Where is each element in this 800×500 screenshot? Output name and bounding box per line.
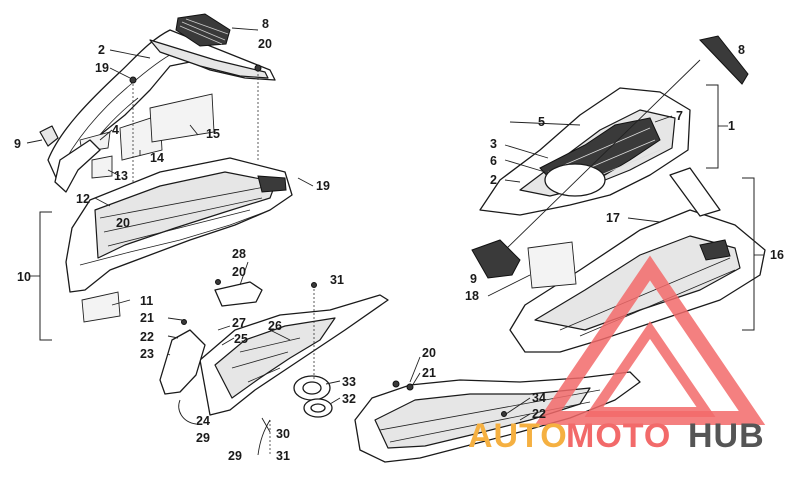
- callout-26: 26: [268, 319, 282, 333]
- callout-14: 14: [150, 151, 164, 165]
- callout-9: 9: [14, 137, 21, 151]
- callout-24: 24: [196, 414, 210, 428]
- callout-25: 25: [234, 332, 248, 346]
- callout-13: 13: [114, 169, 128, 183]
- callout-28: 28: [232, 247, 246, 261]
- callout-20: 20: [422, 346, 436, 360]
- callout-2: 2: [490, 173, 497, 187]
- callout-22: 22: [140, 330, 154, 344]
- watermark-logo: AUTO MOTO HUB: [468, 255, 766, 455]
- callout-labels: 8 2 20 19 9 4 15 14 13 12 19 20 10 11 28…: [14, 17, 784, 463]
- callout-7: 7: [676, 109, 683, 123]
- callout-17: 17: [606, 211, 620, 225]
- callout-22: 22: [532, 407, 546, 421]
- callout-21: 21: [140, 311, 154, 325]
- callout-12: 12: [76, 192, 90, 206]
- hood-upper-right: [479, 35, 749, 251]
- callout-29: 29: [196, 431, 210, 445]
- callout-5: 5: [538, 115, 545, 129]
- callout-23: 23: [140, 347, 154, 361]
- callout-1: 1: [728, 119, 735, 133]
- watermark-triangle-inner: [584, 321, 716, 417]
- callout-16: 16: [770, 248, 784, 262]
- callout-4: 4: [112, 123, 119, 137]
- callout-20: 20: [232, 265, 246, 279]
- callout-30: 30: [276, 427, 290, 441]
- watermark-text-hub: HUB: [688, 417, 765, 455]
- callout-15: 15: [206, 127, 220, 141]
- group-brackets: [30, 84, 764, 341]
- callout-31: 31: [276, 449, 290, 463]
- hood-upper-left: [39, 13, 276, 210]
- callout-21: 21: [422, 366, 436, 380]
- watermark-triangle: [534, 255, 766, 425]
- callout-10: 10: [17, 270, 31, 284]
- callout-20: 20: [258, 37, 272, 51]
- callout-34: 34: [532, 391, 546, 405]
- callout-31: 31: [330, 273, 344, 287]
- callout-9: 9: [470, 272, 477, 286]
- callout-27: 27: [232, 316, 246, 330]
- leader-lines: [26, 27, 673, 456]
- callout-3: 3: [490, 137, 497, 151]
- inner-panel-center: [159, 279, 389, 455]
- callout-8: 8: [738, 43, 745, 57]
- watermark-text-auto: AUTO: [468, 417, 568, 455]
- callout-32: 32: [342, 392, 356, 406]
- callout-20: 20: [116, 216, 130, 230]
- callout-8: 8: [262, 17, 269, 31]
- callout-33: 33: [342, 375, 356, 389]
- callout-11: 11: [140, 294, 153, 308]
- callout-19: 19: [95, 61, 109, 75]
- callout-29: 29: [228, 449, 242, 463]
- callout-6: 6: [490, 154, 497, 168]
- callout-2: 2: [98, 43, 105, 57]
- watermark-text-moto: MOTO: [566, 417, 671, 455]
- callout-19: 19: [316, 179, 330, 193]
- side-panel-left: [65, 157, 293, 323]
- callout-18: 18: [465, 289, 479, 303]
